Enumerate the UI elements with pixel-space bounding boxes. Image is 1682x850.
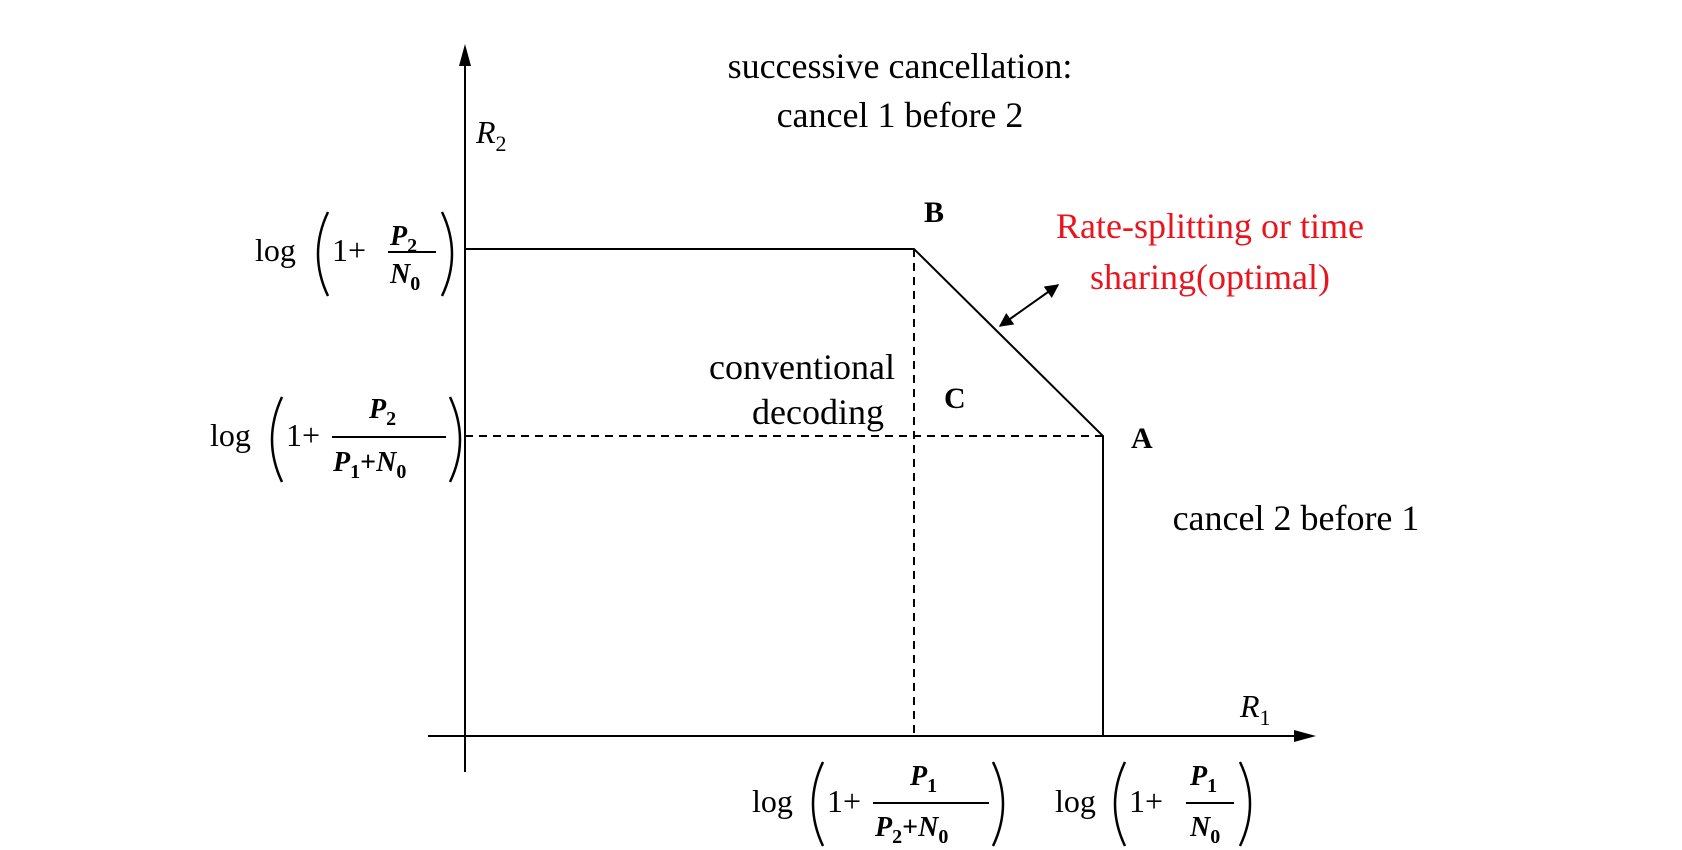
annotation-successive-line2: cancel 1 before 2	[777, 95, 1024, 135]
x-axis-label: R1	[1239, 688, 1271, 730]
point-label-a: A	[1131, 422, 1153, 455]
annotation-successive-line1: successive cancellation:	[728, 46, 1073, 86]
svg-text:log: log	[210, 417, 251, 453]
svg-text:P1+N0: P1+N0	[332, 447, 406, 483]
svg-text:1+: 1+	[827, 783, 861, 819]
annotation-conventional: conventional	[709, 347, 895, 387]
point-label-b: B	[924, 196, 944, 229]
y-axis-arrowhead	[459, 44, 471, 66]
svg-text:log: log	[1055, 783, 1096, 819]
svg-text:P2: P2	[389, 221, 417, 257]
svg-text:P1: P1	[1189, 761, 1217, 797]
x-axis-arrowhead	[1294, 730, 1316, 742]
svg-text:P2: P2	[368, 394, 396, 430]
svg-text:log: log	[752, 783, 793, 819]
annotation-cancel-2-before-1: cancel 2 before 1	[1173, 498, 1420, 538]
y-axis-label: R2	[475, 114, 507, 156]
formula-y-low: log 1+ P2 P1+N0	[210, 394, 462, 483]
svg-text:P2+N0: P2+N0	[874, 812, 948, 848]
svg-text:N0: N0	[1189, 812, 1220, 848]
annotation-rate-splitting-line1: Rate-splitting or time	[1056, 206, 1364, 246]
svg-text:1+: 1+	[1129, 783, 1163, 819]
formula-y-high: log 1+ P2 N0	[255, 211, 454, 297]
svg-text:P1: P1	[909, 761, 937, 797]
svg-text:N0: N0	[389, 259, 420, 295]
svg-text:log: log	[255, 232, 296, 268]
point-label-c: C	[944, 382, 966, 415]
double-arrow	[998, 284, 1060, 327]
annotation-rate-splitting-line2: sharing(optimal)	[1090, 257, 1330, 297]
capacity-region-boundary	[465, 248, 1104, 736]
svg-text:1+: 1+	[286, 417, 320, 453]
formula-x-left: log 1+ P1 P2+N0	[752, 761, 1005, 848]
annotation-decoding: decoding	[752, 392, 884, 432]
svg-text:1+: 1+	[332, 232, 366, 268]
formula-x-right: log 1+ P1 N0	[1055, 761, 1252, 848]
